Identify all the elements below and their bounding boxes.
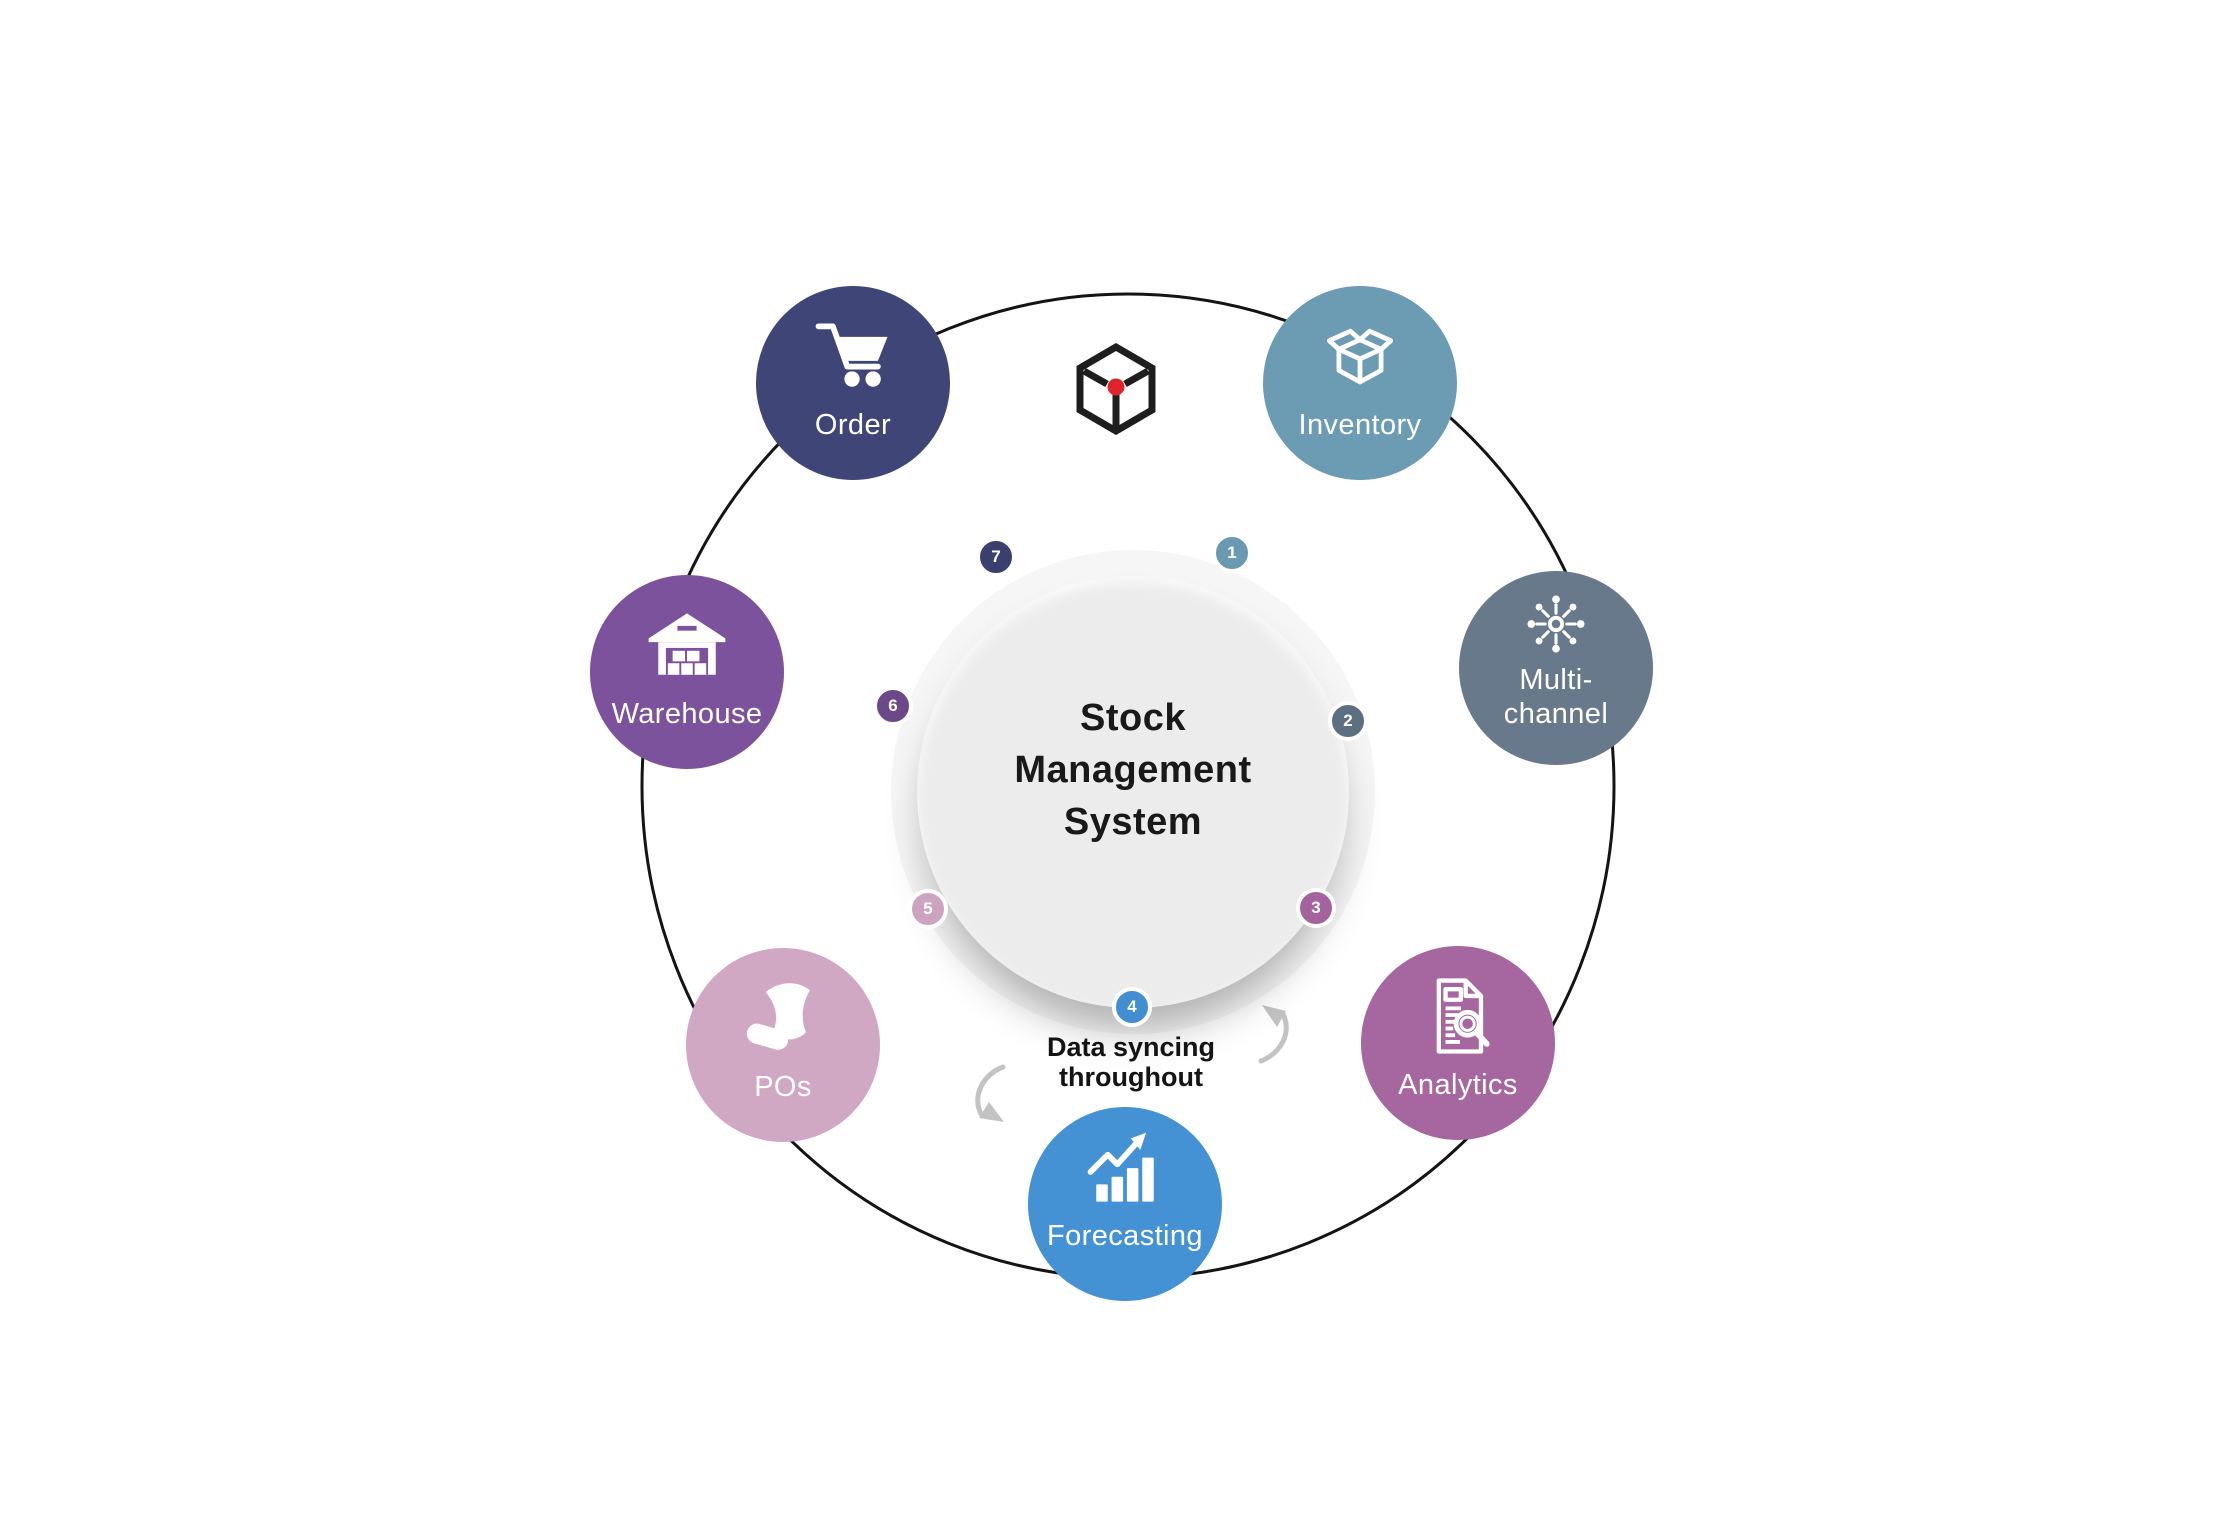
- node-warehouse: Warehouse: [590, 575, 784, 769]
- step-badge-4: 4: [1112, 987, 1152, 1027]
- step-badge-3: 3: [1296, 888, 1336, 928]
- node-label: Warehouse: [611, 698, 763, 730]
- step-badge-2: 2: [1328, 701, 1368, 741]
- node-order: Order: [756, 286, 950, 480]
- step-badge-5: 5: [908, 889, 948, 929]
- center-circle: [917, 576, 1349, 1008]
- node-label: Analytics: [1398, 1069, 1518, 1101]
- shopping-cart-icon: [807, 306, 899, 408]
- step-badge-1: 1: [1212, 533, 1252, 573]
- node-pos: POs: [686, 948, 880, 1142]
- title-line-1: Stock: [1080, 697, 1186, 739]
- node-label: Order: [814, 409, 892, 441]
- node-forecasting: Forecasting: [1028, 1107, 1222, 1301]
- brand-logo-icon: [1076, 343, 1156, 435]
- sync-arrow-right-icon: [1258, 1005, 1289, 1064]
- node-label: Inventory: [1298, 409, 1422, 441]
- title-line-2: Management: [1014, 749, 1252, 791]
- open-box-icon: [1314, 306, 1406, 408]
- logo-red-dot: [1107, 378, 1125, 396]
- node-label: Forecasting: [1047, 1220, 1203, 1252]
- node-multi-channel: Multi- channel: [1459, 571, 1653, 765]
- page-title: Stock Management System: [913, 692, 1353, 848]
- sync-arrow-left-icon: [975, 1064, 1006, 1122]
- warehouse-icon: [641, 595, 733, 697]
- hub-spokes-icon: [1519, 585, 1593, 663]
- step-badge-7: 7: [976, 537, 1016, 577]
- node-label: Multi- channel: [1503, 664, 1609, 730]
- node-analytics: Analytics: [1361, 946, 1555, 1140]
- report-magnifier-icon: [1412, 966, 1504, 1068]
- title-line-3: System: [1063, 801, 1203, 843]
- node-label: POs: [754, 1071, 812, 1103]
- purchase-order-icon: [737, 968, 829, 1070]
- data-sync-caption: Data syncing throughout: [1046, 1032, 1216, 1092]
- node-inventory: Inventory: [1263, 286, 1457, 480]
- growth-chart-icon: [1079, 1123, 1171, 1219]
- step-badge-6: 6: [873, 686, 913, 726]
